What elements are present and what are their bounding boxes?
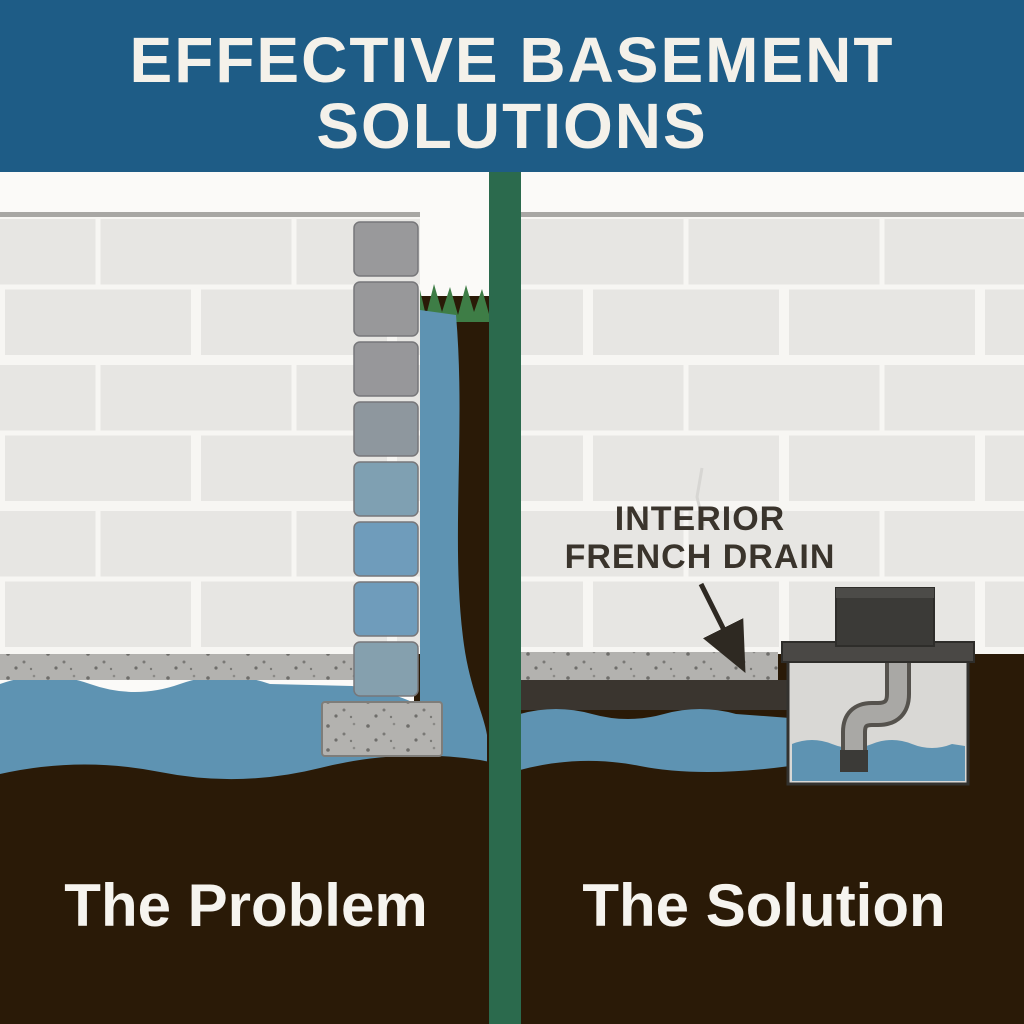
annotation-arrow [698, 582, 746, 673]
problem-panel: The Problem [0, 212, 490, 1024]
problem-floor-slab [0, 652, 354, 680]
foundation-footing [321, 701, 443, 757]
header-banner: EFFECTIVE BASEMENT SOLUTIONS [0, 0, 1024, 172]
problem-wall-top-edge [0, 212, 420, 217]
problem-label: The Problem [64, 872, 427, 939]
sump-pipe [845, 660, 907, 756]
drain-water-channel [520, 709, 790, 772]
problem-basement-wall [0, 214, 420, 654]
wall-end-block-column [353, 221, 419, 697]
panel-divider [489, 172, 521, 1024]
page-title-line1: EFFECTIVE BASEMENT [130, 24, 895, 96]
wall-hairline-crack [695, 467, 706, 527]
solution-panel: INTERIOR FRENCH DRAIN The Solution [520, 212, 1024, 1024]
sump-lid-top-face [836, 588, 934, 598]
annotation-line2: FRENCH DRAIN [565, 538, 836, 576]
solution-label: The Solution [582, 872, 945, 939]
solution-wall-top-edge [520, 212, 1024, 217]
drain-gravel-bed [520, 680, 790, 710]
page-title-line2: SOLUTIONS [316, 90, 707, 162]
solution-basement-wall [520, 214, 1024, 654]
header-background [0, 0, 1024, 172]
sump-pit-water [792, 740, 965, 781]
problem-deep-soil [0, 755, 490, 1024]
annotation-line1: INTERIOR [615, 500, 785, 538]
pipe-intake-fitting [840, 750, 868, 772]
